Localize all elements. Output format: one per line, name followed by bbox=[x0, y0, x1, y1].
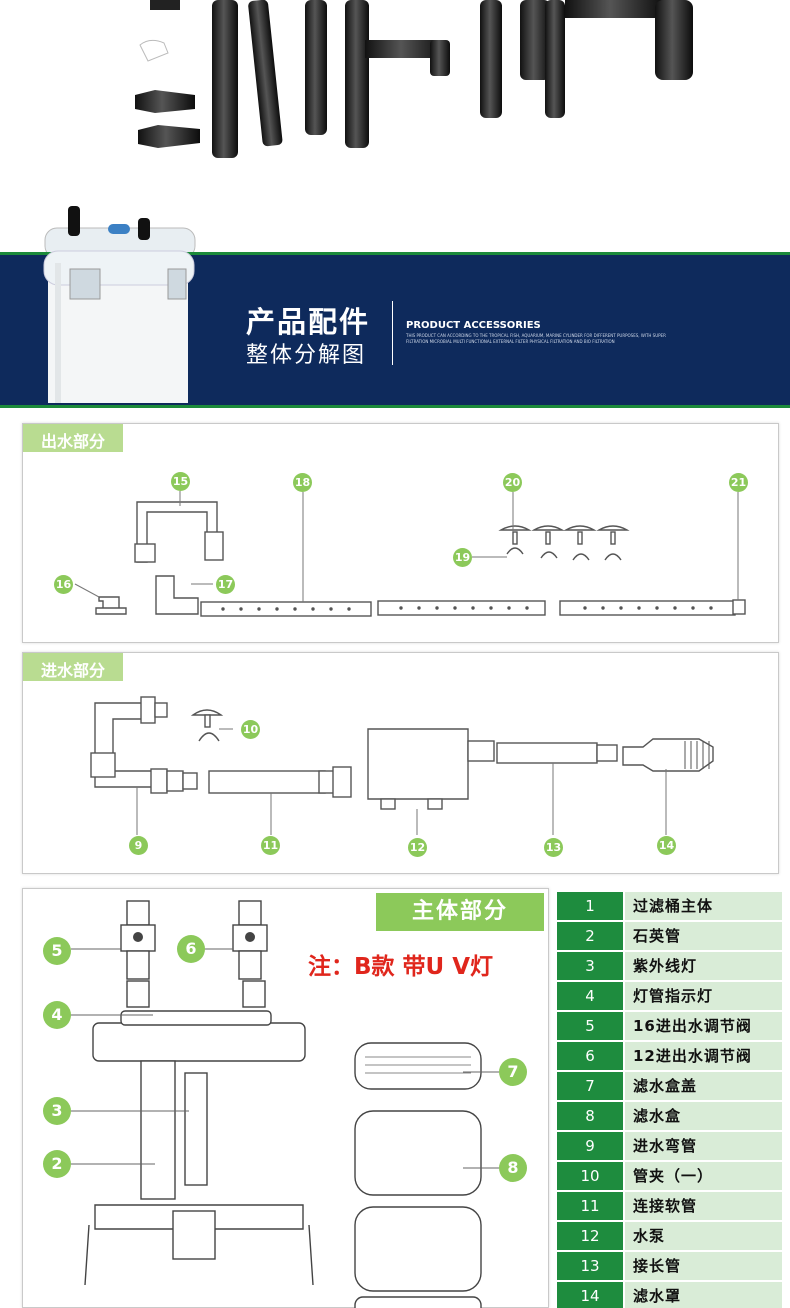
part-number: 4 bbox=[557, 982, 623, 1010]
banner-title: 产品配件 bbox=[246, 305, 371, 339]
part-number: 9 bbox=[557, 1132, 623, 1160]
part-number: 1 bbox=[557, 892, 623, 920]
callout-12: 12 bbox=[408, 838, 427, 857]
callout-6: 6 bbox=[177, 935, 205, 963]
banner-english-title: PRODUCT ACCESSORIES bbox=[406, 320, 541, 331]
part-number: 7 bbox=[557, 1072, 623, 1100]
body-parts-drawing bbox=[71, 900, 499, 1308]
callout-10: 10 bbox=[241, 720, 260, 739]
part-name: 16进出水调节阀 bbox=[625, 1012, 782, 1040]
callout-16: 16 bbox=[54, 575, 73, 594]
part-name: 滤水盒 bbox=[625, 1102, 782, 1130]
inlet-section-label: 进水部分 bbox=[23, 653, 124, 681]
part-number: 3 bbox=[557, 952, 623, 980]
part-name: 水泵 bbox=[625, 1222, 782, 1250]
callout-15: 15 bbox=[171, 472, 190, 491]
part-number: 14 bbox=[557, 1282, 623, 1308]
part-name: 进水弯管 bbox=[625, 1132, 782, 1160]
part-number: 8 bbox=[557, 1102, 623, 1130]
part-number: 2 bbox=[557, 922, 623, 950]
pipes-illustration bbox=[44, 0, 693, 259]
callout-4: 4 bbox=[43, 1001, 71, 1029]
part-number: 13 bbox=[557, 1252, 623, 1280]
part-name: 过滤桶主体 bbox=[625, 892, 782, 920]
callout-2: 2 bbox=[43, 1150, 71, 1178]
callout-18: 18 bbox=[293, 473, 312, 492]
callout-13: 13 bbox=[544, 838, 563, 857]
callout-9: 9 bbox=[129, 836, 148, 855]
banner-english-desc: THIS PRODUCT CAN ACCORDING TO THE TROPIC… bbox=[406, 333, 666, 344]
part-name: 石英管 bbox=[625, 922, 782, 950]
part-name: 紫外线灯 bbox=[625, 952, 782, 980]
inlet-section: 进水部分 bbox=[22, 652, 779, 874]
callout-21: 21 bbox=[729, 473, 748, 492]
body-section-label: 主体部分 bbox=[376, 893, 544, 931]
callout-5: 5 bbox=[43, 937, 71, 965]
part-number: 10 bbox=[557, 1162, 623, 1190]
part-number: 6 bbox=[557, 1042, 623, 1070]
banner: 产品配件 整体分解图 PRODUCT ACCESSORIES THIS PROD… bbox=[0, 250, 790, 408]
outlet-section-label: 出水部分 bbox=[23, 424, 124, 452]
part-number: 5 bbox=[557, 1012, 623, 1040]
inlet-parts-drawing bbox=[90, 696, 714, 835]
part-name: 滤水盒盖 bbox=[625, 1072, 782, 1100]
callout-8: 8 bbox=[499, 1154, 527, 1182]
part-name: 接长管 bbox=[625, 1252, 782, 1280]
callout-3: 3 bbox=[43, 1097, 71, 1125]
banner-subtitle: 整体分解图 bbox=[246, 343, 367, 368]
canister-photo bbox=[43, 250, 195, 403]
callout-19: 19 bbox=[453, 548, 472, 567]
product-photo-pipes bbox=[0, 0, 790, 259]
callout-14: 14 bbox=[657, 836, 676, 855]
part-name: 12进出水调节阀 bbox=[625, 1042, 782, 1070]
part-number: 11 bbox=[557, 1192, 623, 1220]
part-name: 滤水罩 bbox=[625, 1282, 782, 1308]
part-name: 连接软管 bbox=[625, 1192, 782, 1220]
uv-note: 注：B款 带U V灯 bbox=[308, 954, 494, 980]
part-name: 灯管指示灯 bbox=[625, 982, 782, 1010]
body-section: 主体部分 注：B款 带U V灯 bbox=[22, 888, 549, 1308]
outlet-section: 出水部分 bbox=[22, 423, 779, 643]
part-number: 12 bbox=[557, 1222, 623, 1250]
callout-17: 17 bbox=[216, 575, 235, 594]
callout-11: 11 bbox=[261, 836, 280, 855]
banner-divider bbox=[392, 301, 393, 365]
part-name: 管夹（一） bbox=[625, 1162, 782, 1190]
callout-20: 20 bbox=[503, 473, 522, 492]
outlet-parts-drawing bbox=[74, 491, 746, 617]
callout-7: 7 bbox=[499, 1058, 527, 1086]
